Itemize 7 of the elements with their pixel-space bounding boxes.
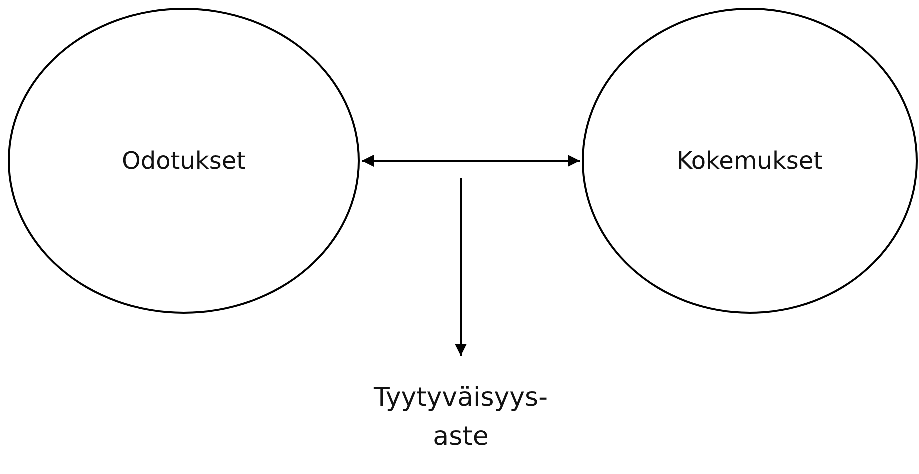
arrow [455, 178, 467, 356]
ellipse-node [8, 8, 360, 314]
ellipse-node [582, 8, 918, 314]
node-label: Kokemukset [676, 146, 824, 177]
node-label: Odotukset [122, 146, 246, 177]
node-label: Tyytyväisyys- aste [372, 382, 549, 454]
arrow [362, 155, 580, 167]
